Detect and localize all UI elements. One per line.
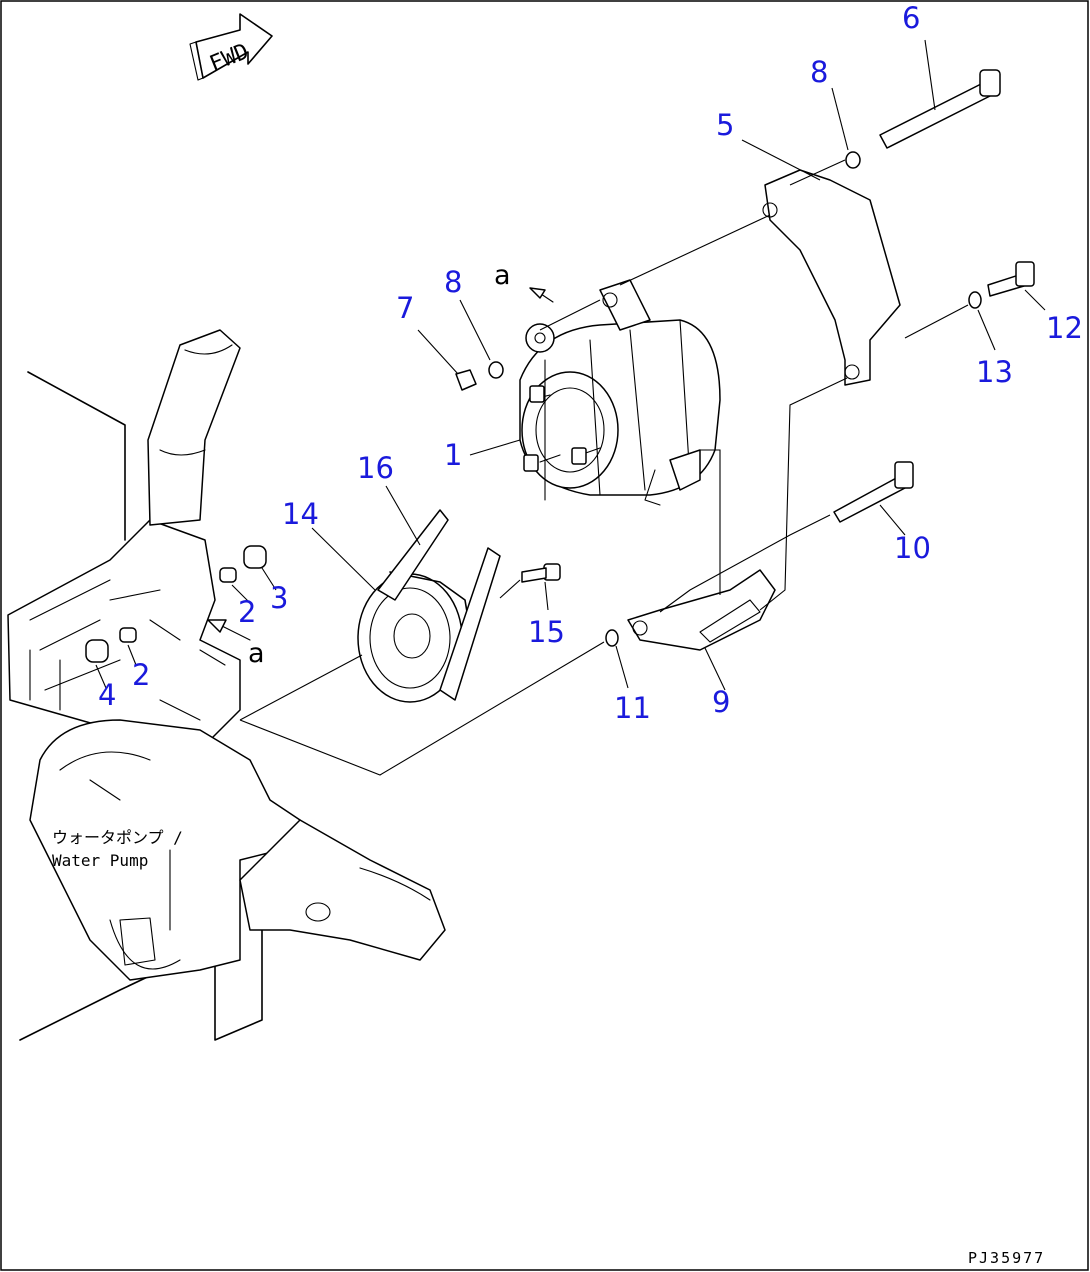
alternator-bracket [762, 169, 901, 386]
callout-11: 11 [614, 691, 651, 725]
alternator [519, 279, 721, 506]
bolt-10 [833, 461, 914, 523]
callout-numbers: 1 2 2 3 4 5 6 7 8 8 9 10 11 12 13 14 15 … [98, 1, 1083, 725]
callout-2-upper: 2 [238, 595, 256, 629]
callout-12: 12 [1046, 311, 1083, 345]
washer-8-lower [488, 361, 504, 379]
view-arrows [207, 287, 554, 641]
bushing-2-upper [219, 567, 237, 583]
callout-2-lower: 2 [132, 658, 150, 692]
bushing-4 [85, 639, 109, 663]
view-ref-a-alternator: a [494, 260, 511, 291]
bushing-2-lower [119, 627, 137, 643]
view-ref-a-pump: a [248, 638, 265, 669]
nut-7 [455, 369, 477, 391]
adjusting-plate [627, 569, 776, 651]
callout-3: 3 [270, 581, 288, 615]
callout-1: 1 [444, 438, 462, 472]
v-belt-side [439, 547, 501, 701]
callout-15: 15 [528, 615, 565, 649]
callout-14: 14 [282, 497, 319, 531]
assembly-lines [239, 159, 969, 776]
bushings [85, 545, 267, 663]
forward-arrow-label: FWD [206, 39, 252, 77]
forward-arrow: FWD [189, 13, 273, 81]
bushing-3 [243, 545, 267, 569]
callout-8-lower: 8 [444, 265, 462, 299]
v-belt-top [377, 509, 449, 601]
washer-8-upper [845, 151, 861, 169]
callout-10: 10 [894, 531, 931, 565]
callout-6: 6 [902, 1, 920, 35]
washer-11 [605, 629, 619, 647]
callout-8-upper: 8 [810, 55, 828, 89]
water-pump-label-en: Water Pump [52, 851, 148, 870]
callout-9: 9 [712, 685, 730, 719]
drawing-code: PJ35977 [968, 1249, 1045, 1267]
callout-4: 4 [98, 678, 116, 712]
bolt-6 [879, 69, 1001, 149]
callout-5: 5 [716, 108, 734, 142]
washer-13 [968, 291, 982, 309]
pulley-and-belt [357, 509, 501, 703]
water-pump-label-jp: ウォータポンプ / [52, 828, 183, 847]
callout-13: 13 [976, 355, 1013, 389]
bolt-15 [521, 563, 561, 583]
callout-7: 7 [396, 291, 414, 325]
bolt-12 [987, 261, 1035, 297]
callout-leaders [95, 39, 1046, 691]
callout-16: 16 [357, 451, 394, 485]
